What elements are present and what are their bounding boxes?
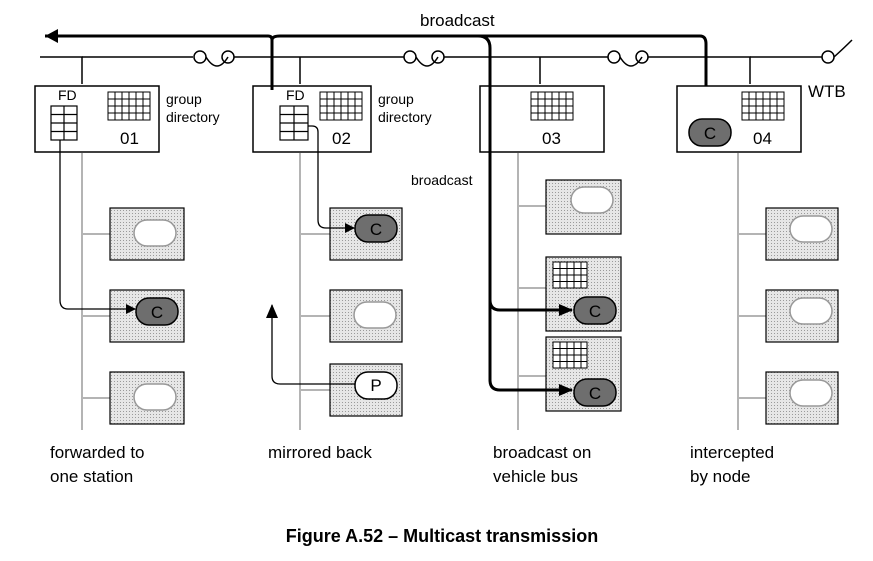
group-directory-icon	[552, 261, 588, 289]
broadcast-path	[45, 29, 712, 119]
node-number-04: 04	[753, 129, 772, 148]
station-box-consumer-directory: C	[545, 256, 622, 332]
node-02: FD 02 group directory	[252, 85, 432, 153]
flow-mirrored	[266, 125, 355, 385]
wtb-label: WTB	[808, 82, 846, 101]
fd-label-01: FD	[58, 87, 77, 103]
node-number-02: 02	[332, 129, 351, 148]
svg-text:intercepted: intercepted	[690, 443, 774, 462]
station-box-producer: P	[329, 363, 403, 417]
svg-text:C: C	[589, 302, 601, 321]
svg-text:C: C	[704, 124, 716, 143]
stations-node-01: C	[109, 207, 185, 425]
station-box-consumer: C	[109, 289, 185, 343]
wtb-bus	[40, 39, 853, 84]
fd-label-02: FD	[286, 87, 305, 103]
caption-intercepted: intercepted by node	[690, 443, 774, 486]
consumer-icon-node-04: C	[688, 118, 732, 147]
svg-text:one station: one station	[50, 467, 133, 486]
station-box	[329, 289, 403, 343]
group-directory-icon-04	[741, 91, 785, 121]
function-directory-icon-01	[50, 105, 78, 141]
svg-text:mirrored back: mirrored back	[268, 443, 372, 462]
svg-text:C: C	[589, 384, 601, 403]
group-directory-label-01a: group	[166, 91, 202, 107]
svg-text:broadcast on: broadcast on	[493, 443, 591, 462]
flow-forwarded	[59, 140, 136, 314]
vehicle-buses	[81, 153, 766, 430]
group-directory-icon	[552, 341, 588, 369]
stations-node-02: C P	[329, 207, 403, 417]
station-box	[545, 179, 622, 235]
svg-text:by node: by node	[690, 467, 751, 486]
node-03: 03	[479, 85, 605, 153]
svg-text:P: P	[370, 376, 381, 395]
caption-mirrored: mirrored back	[268, 443, 372, 462]
station-box	[765, 371, 839, 425]
stations-node-03: C C	[545, 179, 622, 412]
group-directory-label-02a: group	[378, 91, 414, 107]
caption-broadcast-vehicle: broadcast on vehicle bus	[493, 443, 591, 486]
group-directory-icon-03	[530, 91, 574, 121]
group-directory-label-01b: directory	[166, 109, 220, 125]
figure-caption: Figure A.52 – Multicast transmission	[286, 526, 598, 546]
broadcast-top-label: broadcast	[420, 11, 495, 30]
station-box	[109, 207, 185, 261]
node-01: FD 01 group directory	[34, 85, 220, 153]
node-number-03: 03	[542, 129, 561, 148]
svg-text:C: C	[151, 303, 163, 322]
flow-broadcast-vehicle	[270, 34, 573, 396]
node-number-01: 01	[120, 129, 139, 148]
station-box	[109, 371, 185, 425]
svg-text:vehicle bus: vehicle bus	[493, 467, 578, 486]
caption-forwarded: forwarded to one station	[50, 443, 145, 486]
function-directory-icon-02	[279, 105, 309, 141]
stations-node-04	[765, 207, 839, 425]
svg-text:C: C	[370, 220, 382, 239]
group-directory-icon-01	[107, 91, 151, 121]
group-directory-label-02b: directory	[378, 109, 432, 125]
station-box-consumer-directory: C	[545, 336, 622, 412]
station-box	[765, 207, 839, 261]
station-box-consumer: C	[329, 207, 403, 261]
broadcast-mid-label: broadcast	[411, 172, 473, 188]
node-04: C 04	[676, 85, 802, 153]
station-box	[765, 289, 839, 343]
svg-text:forwarded to: forwarded to	[50, 443, 145, 462]
group-directory-icon-02	[319, 91, 363, 121]
